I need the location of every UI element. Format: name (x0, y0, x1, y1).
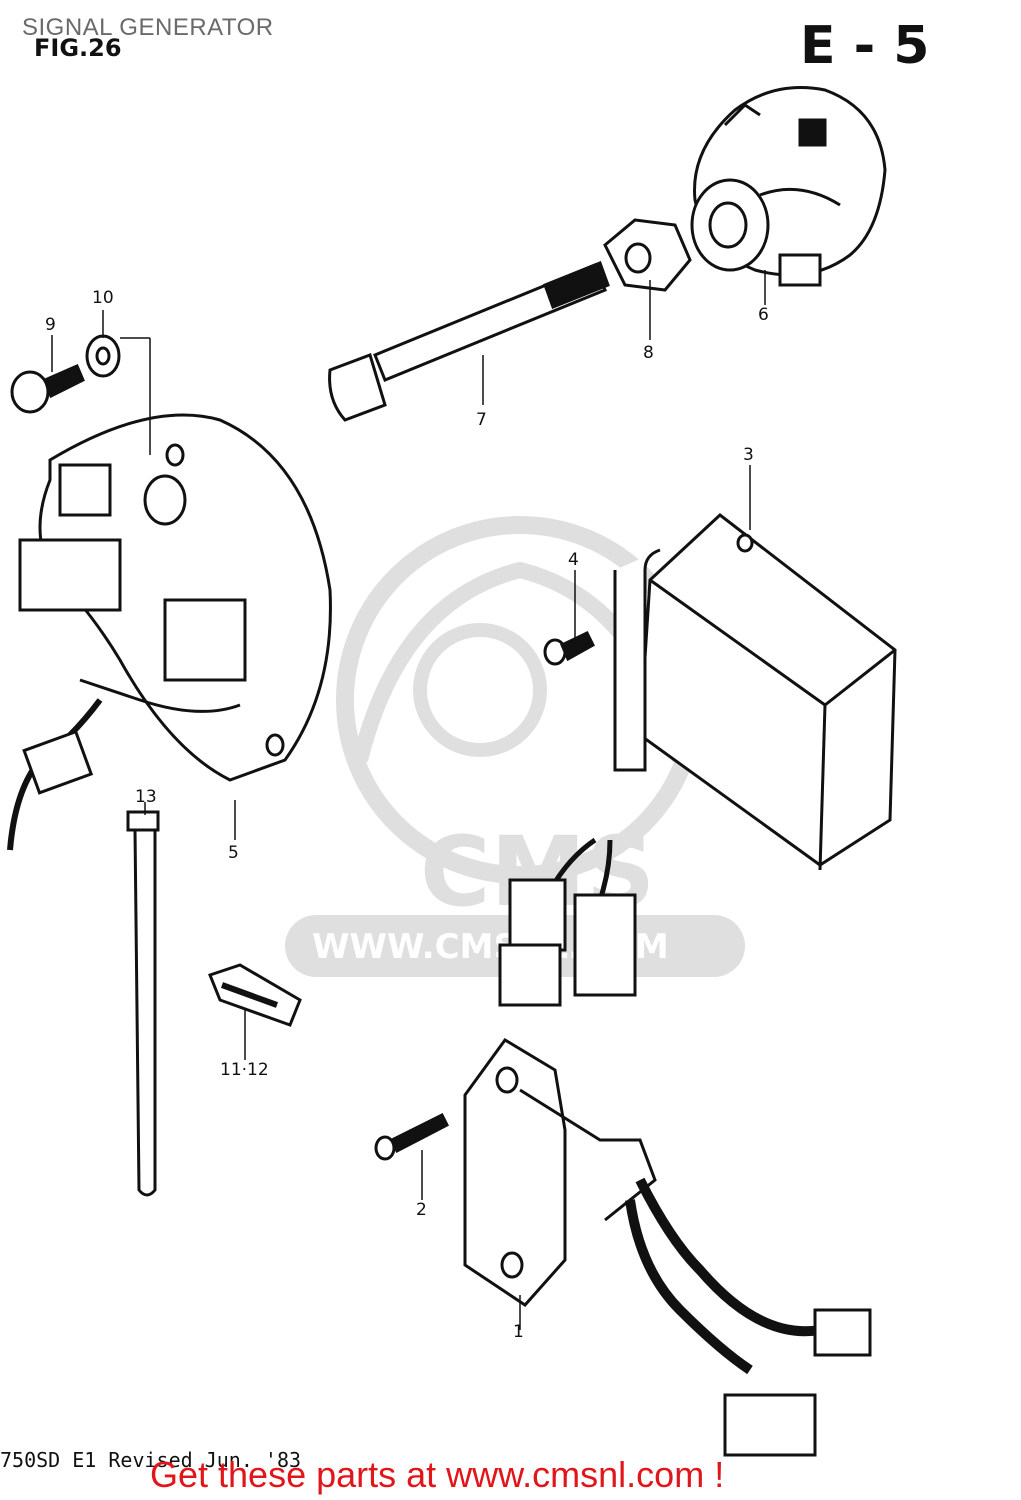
part-9-screw (10, 364, 85, 414)
part-11-12-clamp (208, 963, 302, 1027)
part-13-cable-tie (126, 810, 160, 1197)
part-6-signal-pickup (690, 86, 887, 287)
callout-4: 4 (568, 550, 579, 570)
callout-8: 8 (643, 343, 654, 363)
callout-10: 10 (92, 288, 114, 308)
callout-5: 5 (228, 843, 239, 863)
model-revision-note: 750SD E1 Revised Jun. '83 (0, 1448, 302, 1472)
part-3-igniter-unit (638, 513, 897, 871)
callout-13: 13 (135, 787, 157, 807)
page-title: SIGNAL GENERATOR (22, 14, 274, 41)
cta-link[interactable]: Get these parts at www.cmsnl.com ! (150, 1454, 725, 1495)
part-1-regulator (463, 1038, 872, 1457)
leader-lines (51, 270, 766, 1330)
callout-3: 3 (743, 445, 754, 465)
part-2-screw (374, 1112, 450, 1161)
callout-labels: 1 2 3 4 5 6 7 8 9 10 11·12 13 (45, 288, 769, 1342)
callout-1: 1 (513, 1322, 524, 1342)
callout-11-12: 11·12 (220, 1060, 269, 1080)
part-10-washer (85, 334, 121, 378)
callout-2: 2 (416, 1200, 427, 1220)
igniter-harness (498, 548, 661, 1007)
part-5-signal-generator-plate (7, 413, 332, 851)
part-8-nut (603, 218, 692, 292)
figure-label: FIG.26 (34, 34, 122, 62)
callout-7: 7 (476, 410, 487, 430)
part-4-screw (543, 631, 595, 666)
callout-9: 9 (45, 315, 56, 335)
section-code: E - 5 (800, 16, 930, 76)
part-7-bolt (328, 261, 610, 422)
callout-6: 6 (758, 305, 769, 325)
